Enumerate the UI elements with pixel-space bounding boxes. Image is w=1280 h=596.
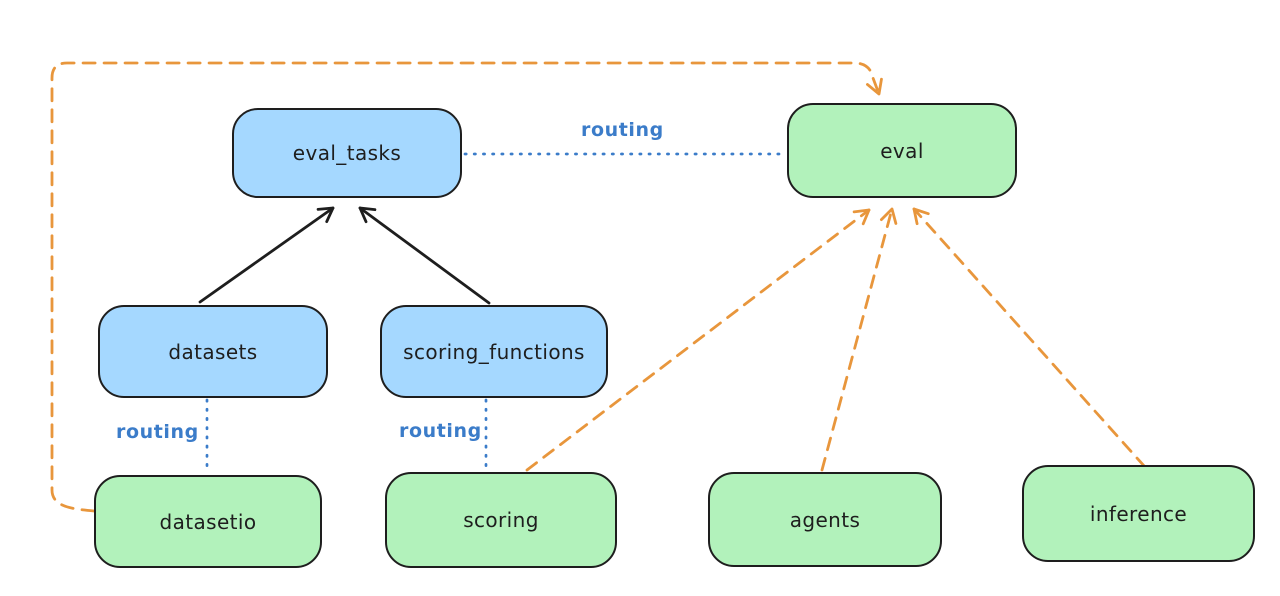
node-eval: eval <box>787 103 1017 198</box>
arrow-inference-to-eval <box>912 207 1147 469</box>
arrow-agents-to-eval <box>820 207 898 472</box>
arrow-scoring-to-eval <box>525 208 871 472</box>
edge-label-routing-datasets-datasetio: routing <box>116 421 199 443</box>
node-eval-tasks: eval_tasks <box>232 108 462 198</box>
arrow-scoring_functions-to-eval_tasks <box>358 206 491 305</box>
node-agents: agents <box>708 472 942 567</box>
node-scoring: scoring <box>385 472 617 568</box>
edge-label-routing-scoring_functions-scoring: routing <box>399 420 482 442</box>
node-scoring-functions: scoring_functions <box>380 305 608 398</box>
node-datasets: datasets <box>98 305 328 398</box>
arrow-datasetio-to-eval <box>50 61 883 513</box>
arrow-datasets-to-eval_tasks <box>198 206 335 304</box>
node-inference: inference <box>1022 465 1255 562</box>
edge-label-routing-eval_tasks-eval: routing <box>581 119 664 141</box>
node-datasetio: datasetio <box>94 475 322 568</box>
